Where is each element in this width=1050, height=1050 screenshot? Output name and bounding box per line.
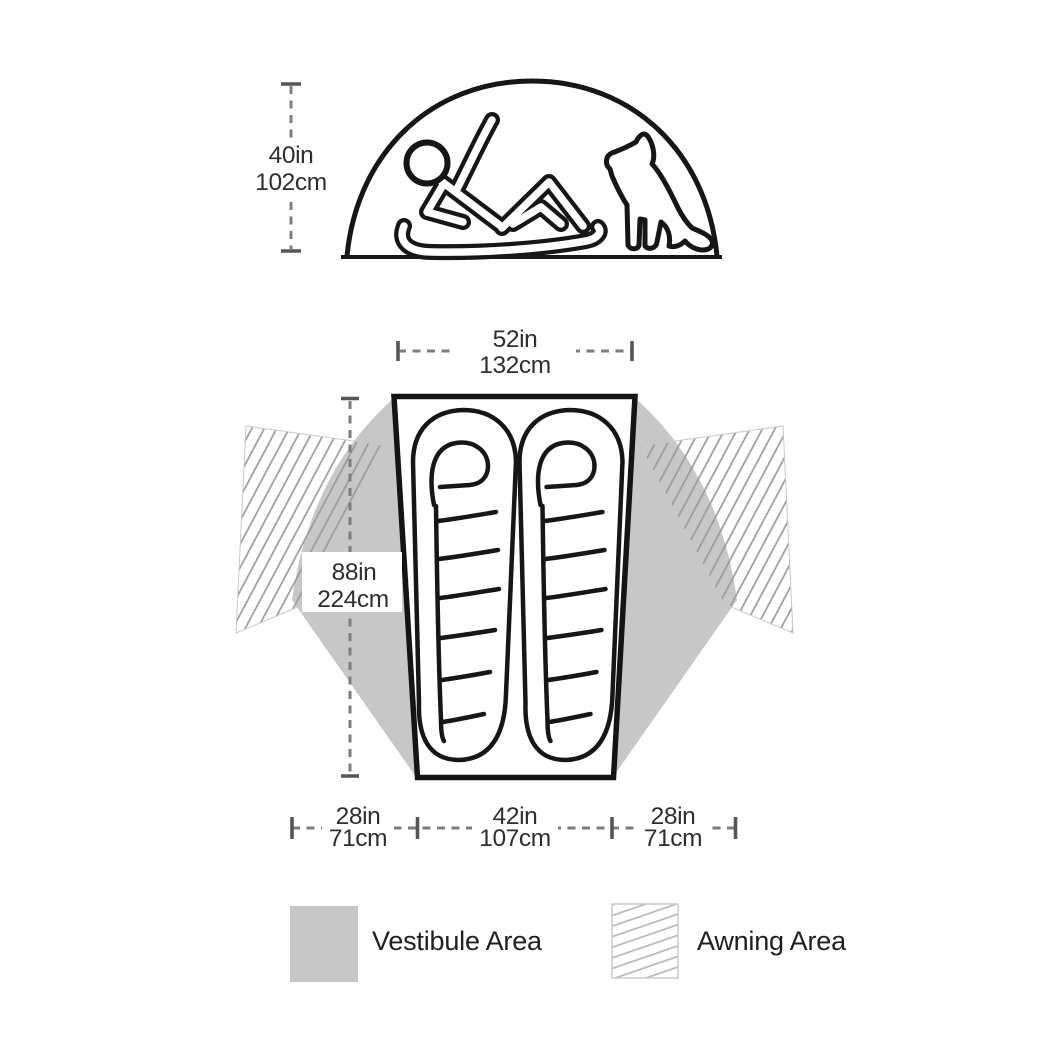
tent-dome-outline	[344, 78, 720, 257]
tent-floor-outline	[391, 393, 638, 781]
bag-baffle	[439, 669, 493, 683]
vestibule-swatch	[290, 906, 358, 982]
top-width-dimension: 52in 132cm	[396, 326, 634, 379]
top-width-metric-label: 132cm	[479, 352, 551, 379]
length-imperial-label: 88in	[332, 559, 377, 586]
person-fill	[398, 116, 604, 256]
bag-baffle	[440, 711, 487, 725]
side-view: 40in 102cm	[255, 78, 722, 261]
bottom-width-imperial-label: 42in	[493, 803, 538, 830]
person-outline	[394, 112, 608, 261]
left-vestibule-metric-label: 71cm	[329, 825, 387, 852]
top-width-imperial-label: 52in	[493, 326, 538, 353]
floor-plan: 52in 132cm 88in 224cm 28in 71cm 42in 107	[235, 326, 794, 852]
side-height-dimension: 40in 102cm	[255, 82, 327, 253]
person-head	[403, 139, 451, 187]
right-vestibule-imperial-label: 28in	[651, 803, 696, 830]
height-metric-label: 102cm	[255, 169, 327, 196]
sleeping-bag-left	[410, 407, 519, 763]
awning-swatch	[611, 903, 679, 979]
bag-baffle	[437, 586, 502, 601]
dim-text-mask	[256, 138, 326, 196]
dog-icon	[604, 131, 715, 253]
bottom-width-metric-label: 107cm	[479, 825, 551, 852]
left-vestibule-imperial-label: 28in	[336, 803, 381, 830]
legend: Vestibule Area Awning Area	[290, 903, 847, 982]
bag-outline	[410, 407, 519, 763]
bag-left-seam	[433, 503, 447, 744]
bag-baffle	[435, 509, 499, 524]
person-icon	[394, 112, 608, 261]
right-vestibule-metric-label: 71cm	[644, 825, 702, 852]
length-metric-label: 224cm	[317, 586, 389, 613]
bag-baffle	[438, 627, 498, 641]
dim-text-mask	[637, 803, 709, 849]
awning-area-right	[639, 425, 794, 634]
bag-baffle	[436, 547, 501, 562]
floor-length-dimension: 88in 224cm	[302, 396, 402, 778]
bottom-width-dimensions: 28in 71cm 42in 107cm 28in 71cm	[290, 803, 738, 852]
dim-text-mask	[452, 327, 576, 377]
dim-text-mask	[472, 803, 558, 849]
vestibule-legend-label: Vestibule Area	[372, 926, 543, 956]
awning-legend-label: Awning Area	[697, 926, 847, 956]
dim-text-mask	[322, 803, 394, 849]
dim-text-mask	[302, 552, 402, 612]
bag-hood	[429, 440, 491, 508]
height-imperial-label: 40in	[269, 142, 314, 169]
